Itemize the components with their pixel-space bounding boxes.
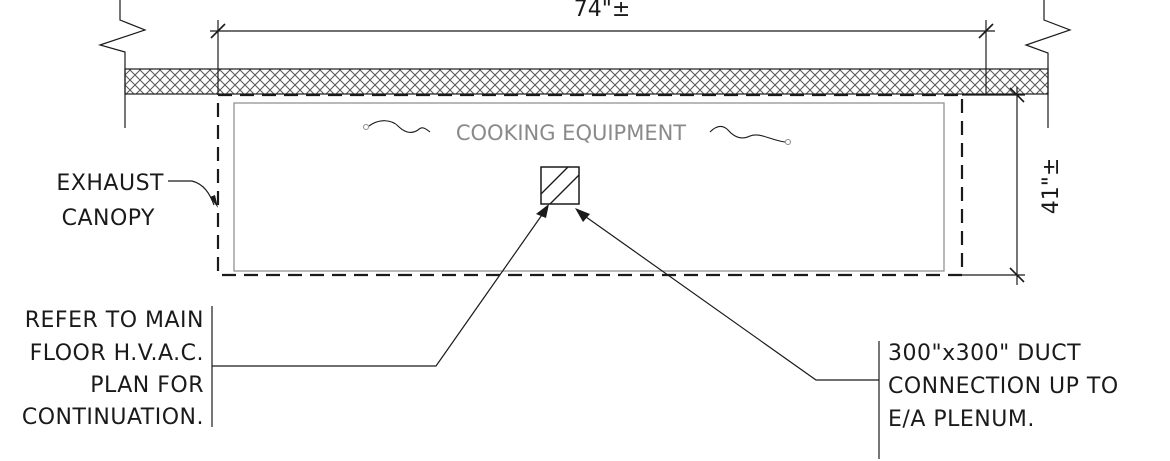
duct-symbol [540,166,580,205]
wall-break-left [97,0,147,128]
refer-note-line-2: FLOOR H.V.A.C. [30,341,204,366]
exhaust-canopy-label-line-2: CANOPY [62,206,155,231]
height-dimension-label: 41"± [1039,158,1064,215]
duct-note-line-2: CONNECTION UP TO [888,374,1119,399]
width-dimension-label: 74"± [574,0,631,22]
refer-note: REFER TO MAIN FLOOR H.V.A.C. PLAN FOR CO… [22,204,549,430]
refer-note-line-4: CONTINUATION. [22,405,204,430]
duct-note-line-3: E/A PLENUM. [888,407,1035,432]
hatched-wall-band [124,68,1049,95]
duct-note-line-1: 300"x300" DUCT [888,341,1081,366]
width-dimension: 74"± [210,0,995,95]
wall-break-right [1024,0,1072,128]
cooking-equipment-outline [233,102,945,272]
duct-note: 300"x300" DUCT CONNECTION UP TO E/A PLEN… [575,208,1119,459]
refer-note-line-3: PLAN FOR [90,373,204,398]
height-dimension: 41"± [962,87,1064,285]
cooking-equipment-label-group: COOKING EQUIPMENT [363,120,791,145]
exhaust-canopy-callout: EXHAUST CANOPY [56,171,218,231]
exhaust-canopy-label-line-1: EXHAUST [56,171,164,196]
cooking-equipment-label: COOKING EQUIPMENT [456,121,686,145]
refer-note-line-1: REFER TO MAIN [25,308,204,333]
